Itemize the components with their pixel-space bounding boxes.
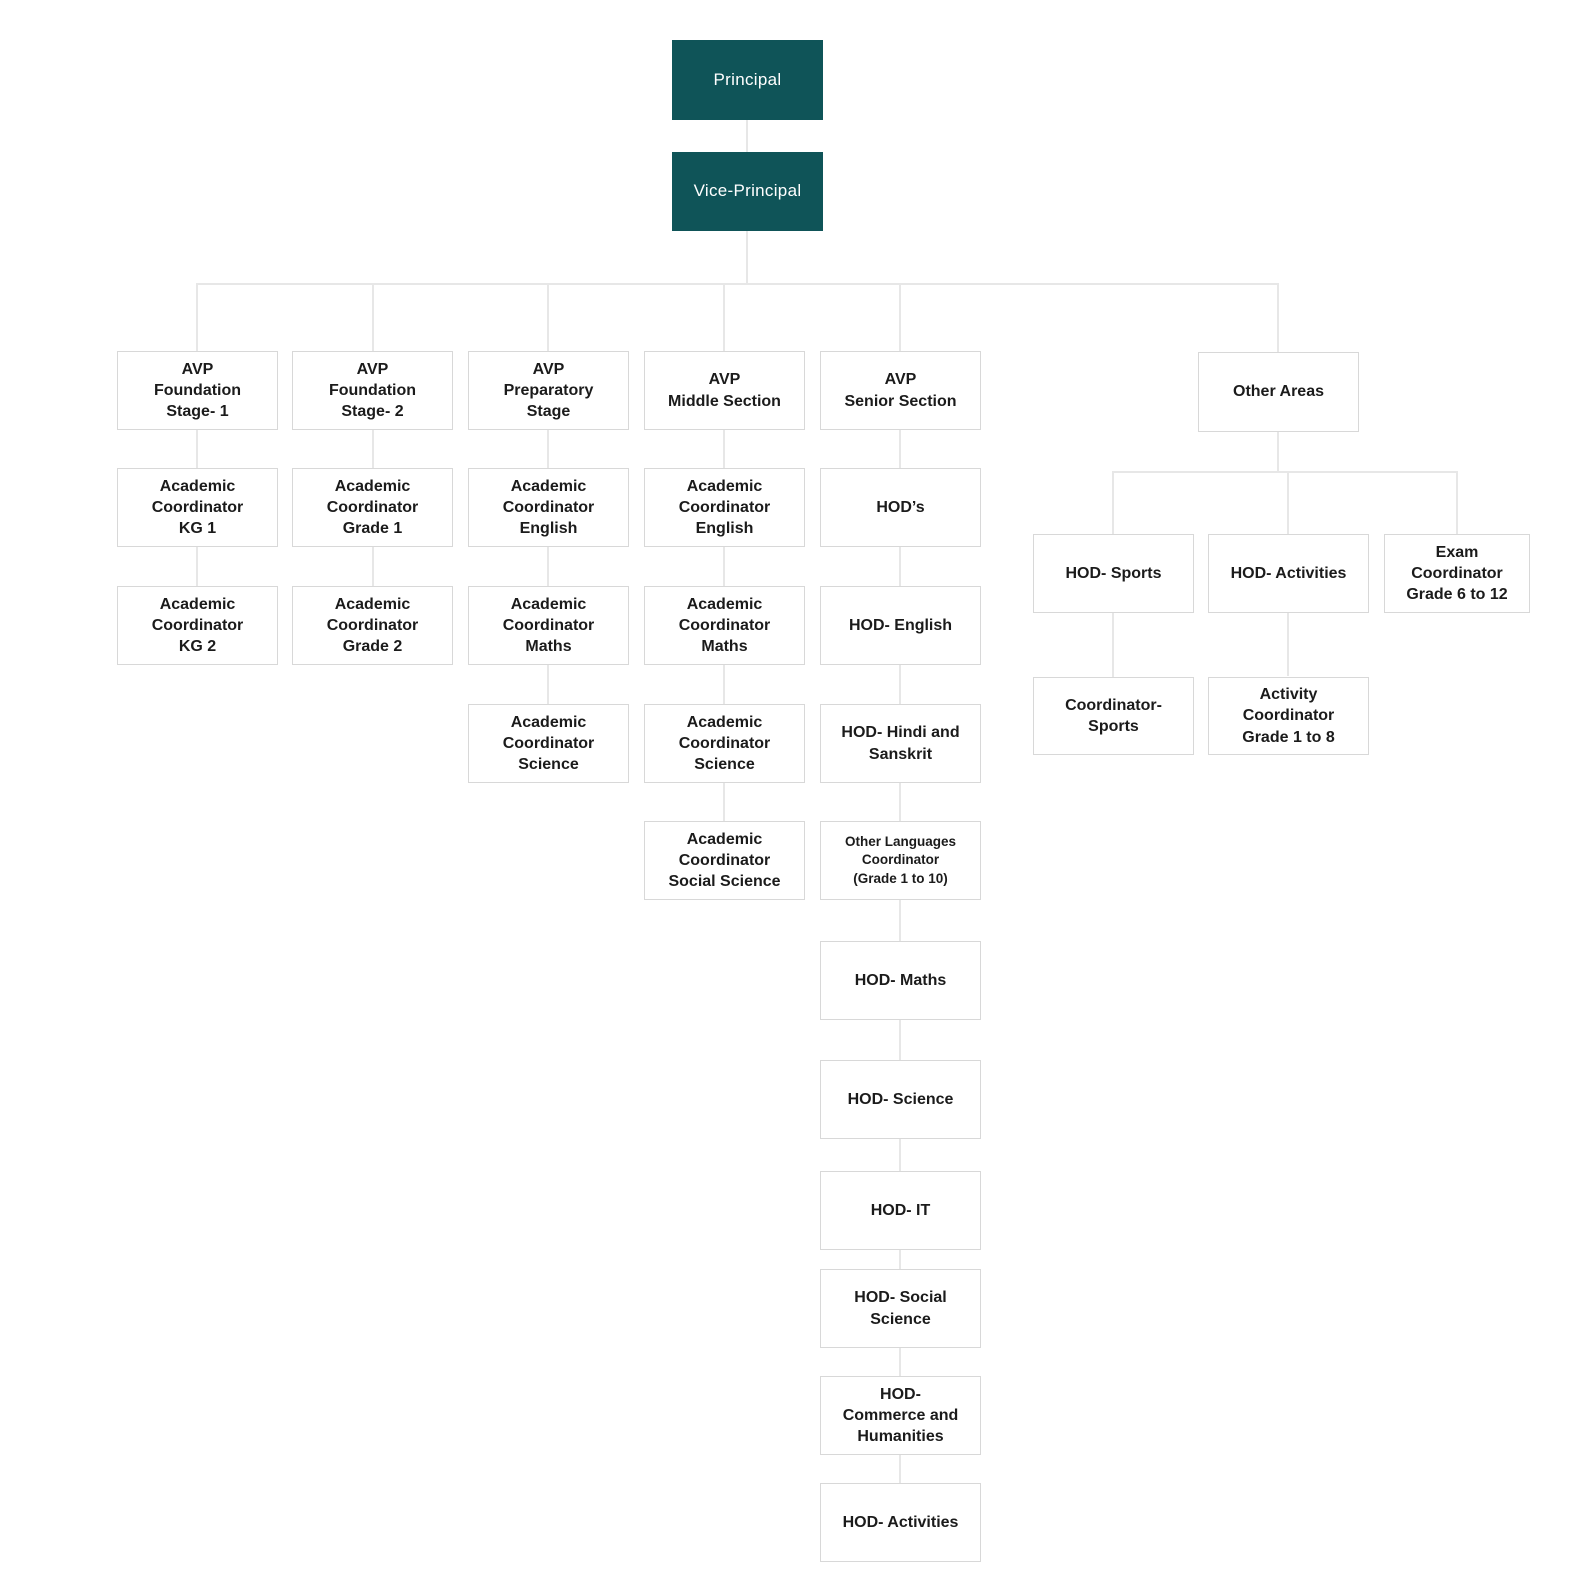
connector bbox=[723, 430, 725, 468]
connector bbox=[372, 283, 374, 351]
node-principal: Principal bbox=[672, 40, 823, 120]
connector bbox=[196, 283, 198, 351]
connector bbox=[372, 430, 374, 468]
connector bbox=[723, 547, 725, 586]
node-principal-label: Principal bbox=[713, 69, 782, 89]
node-hods: HOD’s bbox=[820, 468, 981, 547]
connector bbox=[1277, 432, 1279, 471]
node-hod-it: HOD- IT bbox=[820, 1171, 981, 1250]
node-hod-sports: HOD- Sports bbox=[1033, 534, 1194, 613]
connector bbox=[197, 283, 1278, 285]
node-hod-hindi-and-sanskrit: HOD- Hindi and Sanskrit bbox=[820, 704, 981, 783]
connector bbox=[1113, 471, 1457, 473]
node-hod-maths: HOD- Maths bbox=[820, 941, 981, 1020]
node-academic-coordinator-maths-middle: Academic Coordinator Maths bbox=[644, 586, 805, 665]
node-hod-activities-other: HOD- Activities bbox=[1208, 534, 1369, 613]
node-academic-coordinator-english-middle: Academic Coordinator English bbox=[644, 468, 805, 547]
connector bbox=[1456, 471, 1458, 534]
connector bbox=[1287, 613, 1289, 676]
node-academic-coordinator-english-prep: Academic Coordinator English bbox=[468, 468, 629, 547]
node-avp-foundation-stage-2: AVP Foundation Stage- 2 bbox=[292, 351, 453, 430]
connector bbox=[899, 783, 901, 821]
node-hod-activities-senior: HOD- Activities bbox=[820, 1483, 981, 1562]
connector bbox=[899, 1250, 901, 1269]
connector bbox=[1287, 471, 1289, 534]
connector bbox=[899, 900, 901, 941]
connector bbox=[723, 783, 725, 821]
connector bbox=[1112, 613, 1114, 677]
connector bbox=[746, 231, 748, 283]
connector bbox=[547, 665, 549, 704]
node-hod-science: HOD- Science bbox=[820, 1060, 981, 1139]
connector bbox=[547, 430, 549, 468]
connector bbox=[196, 430, 198, 468]
connector bbox=[899, 1455, 901, 1483]
node-other-areas: Other Areas bbox=[1198, 352, 1359, 432]
connector bbox=[1277, 283, 1279, 352]
connector bbox=[723, 665, 725, 704]
connector bbox=[899, 430, 901, 468]
node-academic-coordinator-maths-prep: Academic Coordinator Maths bbox=[468, 586, 629, 665]
node-avp-middle-section: AVP Middle Section bbox=[644, 351, 805, 430]
node-exam-coordinator-grade-6-to-12: Exam Coordinator Grade 6 to 12 bbox=[1384, 534, 1530, 613]
connector bbox=[899, 547, 901, 586]
node-activity-coordinator-grade-1-to-8: Activity Coordinator Grade 1 to 8 bbox=[1208, 677, 1369, 755]
connector bbox=[196, 547, 198, 586]
node-academic-coordinator-social-science: Academic Coordinator Social Science bbox=[644, 821, 805, 900]
connector bbox=[746, 120, 748, 152]
node-hod-commerce-and-humanities: HOD- Commerce and Humanities bbox=[820, 1376, 981, 1455]
node-academic-coordinator-kg-1: Academic Coordinator KG 1 bbox=[117, 468, 278, 547]
node-academic-coordinator-grade-1: Academic Coordinator Grade 1 bbox=[292, 468, 453, 547]
node-academic-coordinator-science-prep: Academic Coordinator Science bbox=[468, 704, 629, 783]
connector bbox=[899, 665, 901, 704]
node-other-languages-coordinator: Other Languages Coordinator (Grade 1 to … bbox=[820, 821, 981, 900]
node-coordinator-sports: Coordinator- Sports bbox=[1033, 677, 1194, 755]
connector bbox=[899, 1139, 901, 1171]
connector bbox=[899, 283, 901, 351]
node-academic-coordinator-science-middle: Academic Coordinator Science bbox=[644, 704, 805, 783]
connector bbox=[547, 547, 549, 586]
node-vice-principal-label: Vice-Principal bbox=[693, 181, 802, 201]
node-avp-preparatory-stage: AVP Preparatory Stage bbox=[468, 351, 629, 430]
connector bbox=[372, 547, 374, 586]
connector bbox=[899, 1020, 901, 1060]
node-academic-coordinator-kg-2: Academic Coordinator KG 2 bbox=[117, 586, 278, 665]
node-hod-social-science: HOD- Social Science bbox=[820, 1269, 981, 1348]
node-avp-foundation-stage-1: AVP Foundation Stage- 1 bbox=[117, 351, 278, 430]
connector bbox=[723, 283, 725, 351]
node-academic-coordinator-grade-2: Academic Coordinator Grade 2 bbox=[292, 586, 453, 665]
node-avp-senior-section: AVP Senior Section bbox=[820, 351, 981, 430]
connector bbox=[547, 283, 549, 351]
connector bbox=[1112, 471, 1114, 534]
connector bbox=[899, 1348, 901, 1376]
node-hod-english: HOD- English bbox=[820, 586, 981, 665]
node-vice-principal: Vice-Principal bbox=[672, 152, 823, 231]
